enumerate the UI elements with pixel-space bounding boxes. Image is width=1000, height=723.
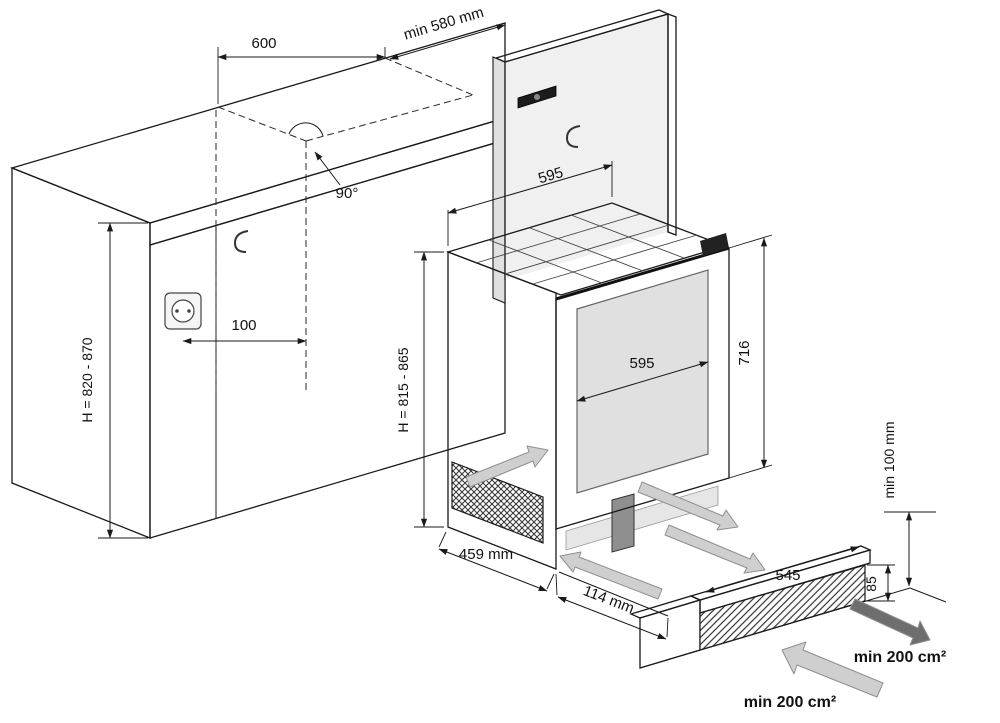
extension-line <box>728 464 773 479</box>
dim-line-depth <box>389 24 506 60</box>
hidden-line <box>384 57 474 96</box>
right-angle-arc <box>288 122 324 137</box>
dim-label-niche-width: 600 <box>251 35 276 52</box>
vent-in-arrow-icon <box>781 641 884 698</box>
extension-line <box>546 573 555 590</box>
dim-label-plinth-cutout-height: 85 <box>863 576 879 592</box>
air-out-arrow-icon <box>664 524 766 574</box>
hidden-line <box>305 94 474 142</box>
dim-line-top-width <box>447 164 613 214</box>
socket-pin-hole <box>187 309 191 313</box>
dim-label-plinth-min-height: min 100 mm <box>881 421 897 498</box>
extension-line <box>666 617 669 638</box>
socket-pin-hole <box>175 309 179 313</box>
dim-label-plinth-cutout-width: 545 <box>775 567 800 584</box>
extension-line <box>555 573 558 596</box>
dim-label-counter-height: H = 820 - 870 <box>79 337 95 422</box>
dim-line-door-projection <box>557 596 667 640</box>
appliance <box>445 202 730 570</box>
base-cabinet-front <box>149 139 506 539</box>
plinth-detail: 545 85 min 100 mm min 200 cm² min 200 cm… <box>629 421 946 711</box>
floor-edge <box>909 587 947 603</box>
dim-label-appliance-height: H = 815 - 865 <box>395 347 411 432</box>
tall-cabinet-right-edge <box>667 13 677 236</box>
air-in-arrow-icon <box>465 445 549 488</box>
appliance-top-grid <box>475 213 698 285</box>
top-grid-line <box>532 234 698 285</box>
dim-label-socket: 100 <box>231 317 256 334</box>
door-hinge-icon <box>700 233 729 256</box>
plinth-end-block <box>639 599 701 669</box>
tall-cabinet-handle-icon <box>565 125 581 148</box>
socket-round <box>171 299 195 323</box>
tall-cabinet-face-fill <box>505 14 668 280</box>
dim-label-top-width: 595 <box>536 164 565 187</box>
top-grid-line <box>529 227 644 272</box>
dim-line-appliance-depth <box>438 548 548 592</box>
dim-line-door-width <box>576 361 709 402</box>
air-under-arrow-icon <box>559 551 663 600</box>
worktop-top-surface <box>10 22 506 224</box>
wall-socket <box>164 292 202 330</box>
door-top-profile <box>555 246 730 301</box>
dim-label-door-height: 716 <box>736 340 753 365</box>
top-grid-line <box>570 214 685 259</box>
niche-hidden-lines: 90° <box>215 57 474 392</box>
right-angle-leader <box>314 151 341 186</box>
dim-line-plinth-cutout-width <box>705 546 860 593</box>
counter-run <box>10 22 506 539</box>
label-air-inlet-area: min 200 cm² <box>744 694 836 711</box>
extension-line <box>438 531 447 548</box>
cabinet-lock-cylinder <box>534 94 540 100</box>
hidden-line <box>217 106 307 142</box>
dim-label-depth: min 580 mm <box>402 4 486 44</box>
cabinet-handle-icon <box>233 230 249 253</box>
extension-line <box>728 234 773 249</box>
tall-cabinet <box>492 9 677 304</box>
label-air-outlet-area: min 200 cm² <box>854 649 946 666</box>
worktop-front-edge <box>149 117 506 246</box>
tall-cabinet-side <box>492 56 506 304</box>
dim-label-appliance-depth: 459 mm <box>459 546 513 563</box>
dim-label-door-width: 595 <box>629 355 654 372</box>
dim-label-right-angle: 90° <box>336 185 359 202</box>
air-out-arrow-icon <box>637 481 739 531</box>
top-grid-line <box>488 239 603 284</box>
vent-out-arrow-icon <box>849 598 931 646</box>
appliance-foot <box>611 493 635 553</box>
